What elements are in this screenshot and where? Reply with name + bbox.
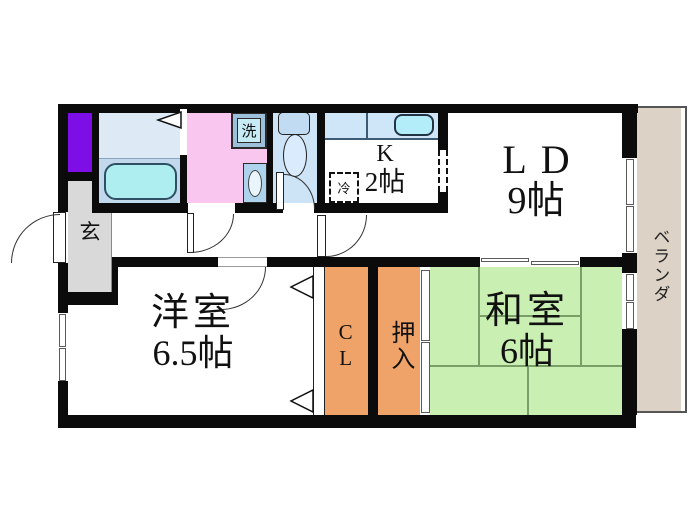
ld-name: LD [502, 137, 584, 182]
window-sash [59, 348, 66, 381]
kitchen-name: K [376, 141, 394, 167]
wall-under-cabinet [68, 172, 99, 181]
western-room-size: 6.5帖 [152, 333, 234, 374]
closet-cl [325, 267, 368, 415]
western-window [58, 313, 68, 381]
entrance-label: 玄 [79, 220, 101, 244]
wall-genkan-right [112, 257, 118, 305]
tatami-line [478, 315, 581, 317]
wall-left-mid [58, 262, 68, 314]
wall-mid-lower [112, 257, 632, 267]
washroom-door-arc [190, 214, 234, 253]
ld-washitsu-sliding-door [480, 257, 580, 267]
wall-top [58, 104, 638, 113]
japanese-room-label: 和室 6帖 [430, 290, 624, 372]
window-sash [59, 314, 66, 347]
bath-door-strip [180, 109, 187, 155]
kitchen-size: 2帖 [364, 166, 406, 197]
ld-label: LD 9帖 [448, 138, 624, 222]
veranda-label: ベランダ [650, 228, 670, 304]
wall-left-lower [58, 379, 68, 428]
counter-divider [366, 109, 368, 140]
western-doorway [218, 257, 267, 267]
washbasin-bowl [248, 170, 262, 197]
ld-door-leaf [317, 215, 326, 257]
wall-mid-upper [92, 203, 448, 213]
wall-bottom [58, 415, 636, 428]
bathtub [104, 163, 177, 200]
kitchen-sink [394, 114, 434, 136]
veranda-rail-top [637, 106, 687, 108]
window-sash [626, 302, 634, 329]
window-sash [626, 206, 634, 252]
veranda [637, 108, 681, 411]
window-sash [626, 274, 634, 301]
window-sash [626, 159, 634, 205]
western-room-name: 洋室 [150, 292, 235, 334]
washing-machine-tub: 洗 [237, 118, 261, 143]
cl-label: CL [333, 320, 358, 372]
refrigerator-label: 冷 [337, 181, 351, 196]
kitchen-ld-opening [438, 150, 448, 192]
toilet-bowl [283, 134, 307, 177]
sliding-door-sash [531, 261, 579, 265]
toilet-door-leaf [276, 172, 284, 210]
oshiire-fusuma [421, 342, 430, 413]
sliding-door-sash [481, 258, 529, 262]
entrance-genkan-upper [68, 181, 92, 212]
wall-cabinet-bath [92, 104, 99, 203]
wall-washroom-toilet [267, 104, 273, 203]
entrance-door-arc [11, 214, 60, 263]
tatami-line [527, 365, 529, 415]
japanese-room-size: 6帖 [499, 331, 554, 372]
wall-cl-oshiire [368, 267, 378, 415]
oshiire-fusuma [421, 270, 430, 341]
washing-machine-label: 洗 [241, 124, 257, 140]
bathroom-washing-area [99, 113, 180, 158]
oshiire-label: 押入 [386, 320, 413, 372]
veranda-rail-bottom [637, 411, 687, 413]
shoe-cabinet [68, 113, 92, 172]
western-room-label: 洋室 6.5帖 [80, 292, 306, 374]
wall-bath-washroom [180, 155, 187, 203]
ld-size: 9帖 [507, 180, 565, 223]
ld-door-arc [326, 215, 367, 257]
wall-left-upper [58, 104, 68, 213]
washroom-doorway [188, 203, 235, 213]
japanese-room-name: 和室 [484, 290, 569, 332]
refrigerator-box: 冷 [329, 172, 359, 203]
veranda-rail-right [685, 106, 687, 413]
entrance-genkan [68, 212, 112, 292]
closet-oshiire [378, 267, 420, 415]
toilet-tank [278, 112, 310, 135]
cl-folding-door-strip [313, 267, 325, 415]
cl-folding-door-icon [289, 388, 314, 414]
wall-genkan-bottom [58, 292, 118, 305]
wall-toilet-kitchen [317, 104, 325, 203]
kitchen-label: K 2帖 [345, 141, 425, 197]
